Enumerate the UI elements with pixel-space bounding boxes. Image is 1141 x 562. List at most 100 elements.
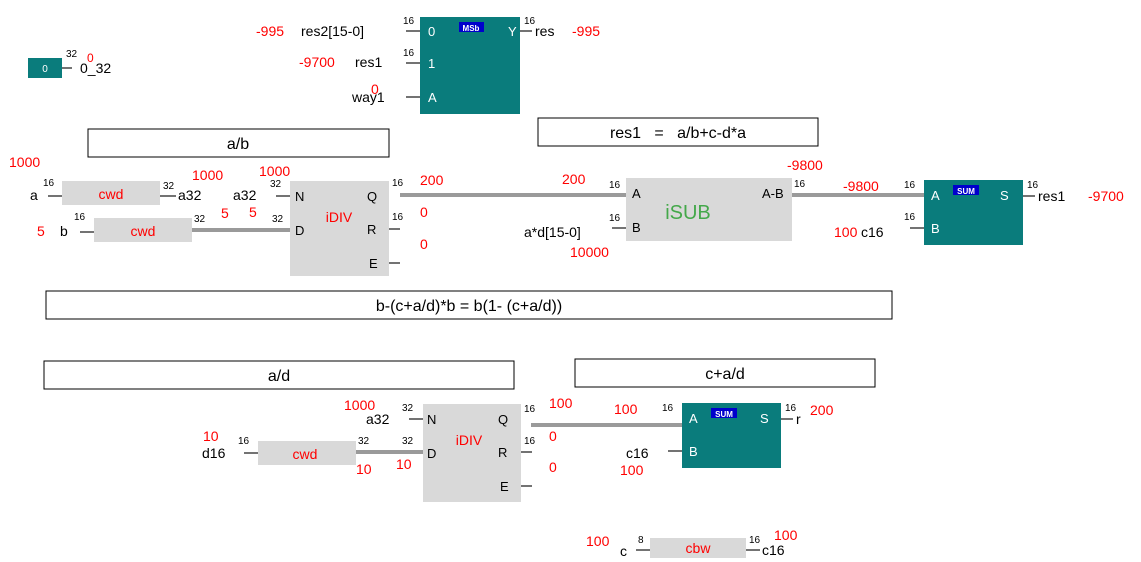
const-zero-value: 0 (87, 51, 94, 65)
idiv-label: iDIV (326, 209, 353, 225)
idiv-q-width: 16 (392, 178, 404, 189)
cwd-b-out-width: 32 (194, 214, 206, 225)
sum2-a-value: 100 (614, 401, 638, 417)
cwd-a-block[interactable]: cwd a 16 1000 32 a32 1000 (9, 154, 223, 205)
cwd-d-in-value: 10 (203, 428, 219, 444)
idiv2-r-value: 0 (549, 428, 557, 444)
idiv-pin-e: E (369, 256, 378, 271)
sum1-a-width: 16 (904, 180, 916, 191)
msb-pin-0: 0 (428, 24, 435, 39)
cwd-d-in-width: 16 (238, 436, 250, 447)
msb-in1-value: -9700 (299, 54, 335, 70)
idiv2-pin-r: R (498, 445, 507, 460)
comment-ad[interactable]: a/d (43, 360, 515, 390)
idiv-r-value: 0 (420, 204, 428, 220)
idiv2-pin-q: Q (498, 412, 508, 427)
isub-out-value: -9800 (787, 157, 823, 173)
sum2-block[interactable]: SUM A B S 100 16 c16 100 16 r 200 (614, 401, 834, 478)
msb-out-value: -995 (572, 23, 600, 39)
isub-pin-a: A (632, 186, 641, 201)
cbw-out-width: 16 (749, 535, 761, 546)
sum1-b-value: 100 (834, 224, 858, 240)
idiv-block[interactable]: iDIV N D Q R E a32 32 1000 32 5 16 200 1… (233, 163, 444, 276)
isub-pin-b: B (632, 220, 641, 235)
sum2-badge (711, 408, 737, 418)
idiv2-block[interactable]: iDIV N D Q R E 1000 a32 32 32 10 16 100 … (344, 395, 573, 502)
isub-block[interactable]: iSUB A B A-B 200 16 a*d[15-0] 16 10000 1… (524, 157, 823, 260)
cwd-b-in-value: 5 (37, 223, 45, 239)
comment-cad[interactable]: c+a/d (574, 358, 876, 388)
comment-formula[interactable]: b-(c+a/d)*b = b(1- (c+a/d)) (45, 290, 893, 320)
idiv2-q-width: 16 (524, 404, 536, 415)
cbw-label: cbw (686, 540, 712, 556)
cwd-d-out-width: 32 (358, 436, 370, 447)
cbw-in-value: 100 (586, 533, 610, 549)
cbw-out-value: 100 (774, 527, 798, 543)
idiv-n-value: 1000 (259, 163, 290, 179)
idiv2-e-value: 0 (549, 459, 557, 475)
cwd-b-out-value: 5 (221, 205, 229, 221)
cwd-b-block[interactable]: cwd 5 b 16 32 5 (37, 205, 229, 242)
msb-out-width: 16 (524, 16, 536, 27)
cwd-a-in-width: 16 (43, 178, 55, 189)
sum1-block[interactable]: SUM A B S -9800 16 100 c16 16 16 res1 -9… (834, 178, 1124, 245)
idiv2-r-width: 16 (524, 436, 536, 447)
wires (192, 193, 924, 454)
isub-a-width: 16 (609, 180, 621, 191)
sum1-pin-s: S (1000, 188, 1009, 203)
sum2-s-signal: r (796, 411, 801, 427)
idiv2-label: iDIV (456, 432, 483, 448)
comment-ad-text: a/d (268, 368, 290, 385)
sum2-b-value: 100 (620, 462, 644, 478)
comment-res1-text: res1 = a/b+c-d*a (610, 125, 746, 142)
msb-mux-block[interactable]: MSb 0 1 A Y -995 res2[15-0] 16 -9700 res… (256, 16, 600, 114)
sum1-a-value: -9800 (843, 178, 879, 194)
cwd-a-out-signal: a32 (178, 187, 202, 203)
cwd-a-in-value: 1000 (9, 154, 40, 170)
msb-in1-width: 16 (403, 48, 415, 59)
cbw-block[interactable]: cbw 100 c 8 16 100 c16 (586, 527, 798, 559)
sum2-badge-label: SUM (715, 410, 733, 419)
cwd-a-out-value: 1000 (192, 167, 223, 183)
cwd-a-label: cwd (99, 186, 124, 202)
sum1-b-signal: c16 (861, 224, 884, 240)
msb-pin-y: Y (508, 24, 517, 39)
sum2-pin-b: B (689, 444, 698, 459)
msb-ina-value: 0 (371, 81, 379, 97)
idiv-d-value: 5 (249, 204, 257, 220)
msb-badge-label: MSb (463, 24, 480, 33)
const-zero-width: 32 (66, 49, 78, 60)
sum2-s-width: 16 (785, 403, 797, 414)
comment-ab-text: a/b (227, 136, 249, 153)
const-zero-label: 0 (42, 64, 48, 75)
idiv-n-width: 32 (270, 179, 282, 190)
msb-badge (459, 22, 484, 32)
cwd-b-in-width: 16 (74, 212, 86, 223)
isub-label: iSUB (665, 202, 711, 224)
sum1-pin-a: A (931, 188, 940, 203)
comment-formula-text: b-(c+a/d)*b = b(1- (c+a/d)) (376, 298, 562, 315)
comment-cad-text: c+a/d (705, 366, 745, 383)
isub-pin-out: A-B (762, 186, 784, 201)
msb-pin-a: A (428, 90, 437, 105)
cbw-out-signal: c16 (762, 542, 785, 558)
comment-res1[interactable]: res1 = a/b+c-d*a (537, 117, 819, 147)
idiv-pin-q: Q (367, 189, 377, 204)
sum2-pin-a: A (689, 411, 698, 426)
cwd-d-label: cwd (293, 446, 318, 462)
sum1-s-value: -9700 (1088, 188, 1124, 204)
sum1-s-signal: res1 (1038, 188, 1065, 204)
isub-b-value: 10000 (570, 244, 609, 260)
sum1-b-width: 16 (904, 212, 916, 223)
cwd-d-block[interactable]: cwd 10 16 d16 32 10 (202, 428, 372, 477)
idiv2-pin-n: N (427, 412, 436, 427)
isub-out-width: 16 (794, 179, 806, 190)
sum2-b-signal: c16 (626, 445, 649, 461)
msb-ina-signal: way1 (351, 89, 385, 105)
cwd-d-out-value: 10 (356, 461, 372, 477)
cwd-b-in-signal: b (60, 223, 68, 239)
comment-ab[interactable]: a/b (87, 128, 390, 158)
const-zero-block[interactable]: 0 32 0_32 0 (28, 49, 111, 78)
idiv2-pin-e: E (500, 479, 509, 494)
